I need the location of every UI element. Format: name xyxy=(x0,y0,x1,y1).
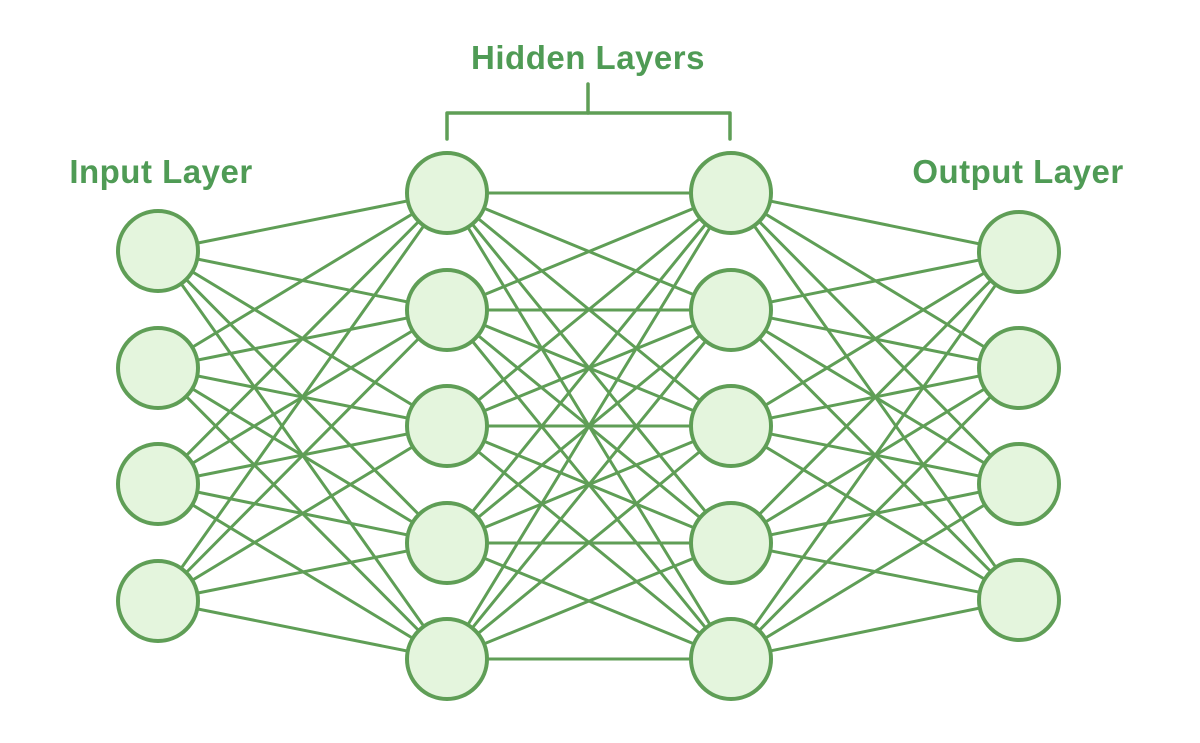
output-layer-label: Output Layer xyxy=(912,153,1124,190)
node-input-1 xyxy=(116,209,200,293)
hidden-layers-label: Hidden Layers xyxy=(471,39,705,76)
edge xyxy=(445,191,733,312)
edge xyxy=(445,191,733,661)
bracket-span xyxy=(445,111,732,141)
node-hidden-1-5 xyxy=(405,617,489,701)
node-input-4 xyxy=(116,559,200,643)
edge xyxy=(445,424,733,661)
node-input-2 xyxy=(116,326,200,410)
edge xyxy=(729,191,1021,254)
edge xyxy=(445,308,733,661)
node-hidden-1-1 xyxy=(405,151,489,235)
input-layer-label: Input Layer xyxy=(69,153,253,190)
hidden-layers-bracket xyxy=(445,82,732,141)
nodes xyxy=(116,151,1061,701)
edge xyxy=(729,482,1021,661)
node-hidden-1-4 xyxy=(405,501,489,585)
edge xyxy=(445,541,733,661)
edge xyxy=(156,191,449,486)
node-output-2 xyxy=(977,326,1061,410)
edge xyxy=(445,191,733,428)
node-hidden-2-3 xyxy=(689,384,773,468)
edge xyxy=(156,191,449,603)
node-output-4 xyxy=(977,558,1061,642)
edge xyxy=(729,250,1021,312)
node-hidden-1-2 xyxy=(405,268,489,352)
edge xyxy=(729,250,1021,661)
node-hidden-1-3 xyxy=(405,384,489,468)
edge xyxy=(729,366,1021,661)
node-output-3 xyxy=(977,442,1061,526)
edge xyxy=(156,191,449,253)
node-hidden-2-5 xyxy=(689,617,773,701)
edge xyxy=(729,250,1021,545)
edge xyxy=(156,424,449,603)
edge xyxy=(156,191,449,370)
edge xyxy=(729,250,1021,428)
node-hidden-2-1 xyxy=(689,151,773,235)
edge xyxy=(156,308,449,603)
node-hidden-2-4 xyxy=(689,501,773,585)
edge xyxy=(156,541,449,603)
edges xyxy=(156,191,1021,661)
edge xyxy=(729,598,1021,661)
node-hidden-2-2 xyxy=(689,268,773,352)
node-input-3 xyxy=(116,442,200,526)
edge xyxy=(156,599,449,661)
node-output-1 xyxy=(977,210,1061,294)
edge xyxy=(445,191,733,545)
